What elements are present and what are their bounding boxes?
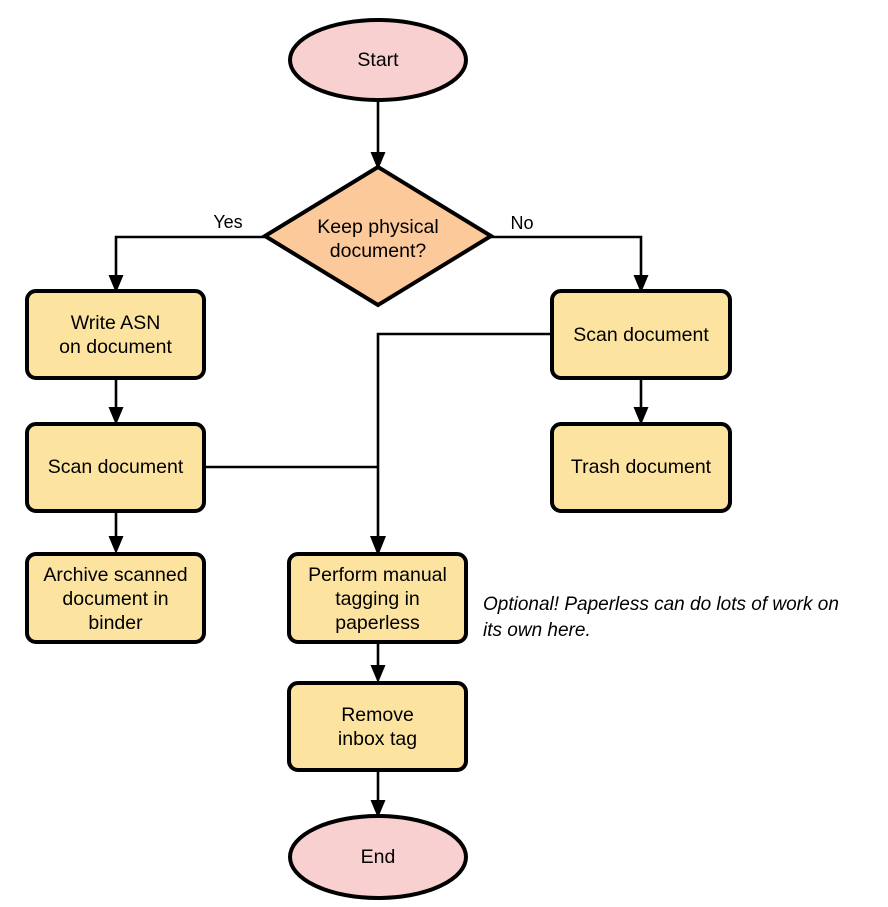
annotation-line1: Optional! Paperless can do lots of work … [483,594,839,615]
connector-write-asn-to-scan-left [108,378,124,425]
annotation-line2: its own here. [483,620,591,641]
node-trash-document-label: Trash document [571,456,712,478]
connector-scan-right-to-trash [633,378,649,425]
node-scan-document-left-label: Scan document [48,456,184,478]
edge-label-yes: Yes [213,212,242,232]
node-trash-document[interactable]: Trash document [550,422,732,513]
connector-decision-no-to-scan-right [491,235,649,293]
node-remove-tag-label-line1: Remove [341,704,414,726]
node-start[interactable]: Start [288,18,468,102]
connector-decision-yes-to-write-asn [108,235,265,293]
node-archive-label-line1: Archive scanned [43,564,187,586]
node-tagging-label-line2: tagging in [335,588,420,610]
node-remove-inbox-tag[interactable]: Remove inbox tag [287,681,468,772]
connector-scan-left-to-archive [108,510,124,554]
node-decision-label-line1: Keep physical [317,216,438,238]
annotation-optional-paperless: Optional! Paperless can do lots of work … [483,594,839,641]
node-remove-tag-label-line2: inbox tag [338,728,417,750]
connector-tagging-to-remove-tag [370,642,386,683]
connector-remove-tag-to-end [370,770,386,818]
node-end-label: End [361,846,396,868]
node-write-asn-label-line1: Write ASN [71,312,161,334]
node-scan-document-right-label: Scan document [573,324,709,346]
connector-start-to-decision [370,100,386,170]
node-decision-keep-physical-document[interactable]: Keep physical document? [261,164,495,308]
node-archive-label-line3: binder [88,612,143,634]
node-end[interactable]: End [288,814,468,900]
node-perform-manual-tagging[interactable]: Perform manual tagging in paperless [287,552,468,644]
node-decision-label-line2: document? [330,240,427,262]
node-archive-label-line2: document in [62,588,168,610]
node-tagging-label-line3: paperless [335,612,420,634]
edge-label-no: No [510,213,533,233]
node-write-asn-label-line2: on document [59,336,172,358]
node-scan-document-left[interactable]: Scan document [25,422,206,513]
connector-scan-right-to-tagging [370,332,552,556]
node-tagging-label-line1: Perform manual [308,564,447,586]
node-write-asn-on-document[interactable]: Write ASN on document [25,289,206,380]
node-archive-scanned-document[interactable]: Archive scanned document in binder [25,552,206,644]
node-scan-document-right[interactable]: Scan document [550,289,732,380]
node-start-label: Start [357,49,399,71]
